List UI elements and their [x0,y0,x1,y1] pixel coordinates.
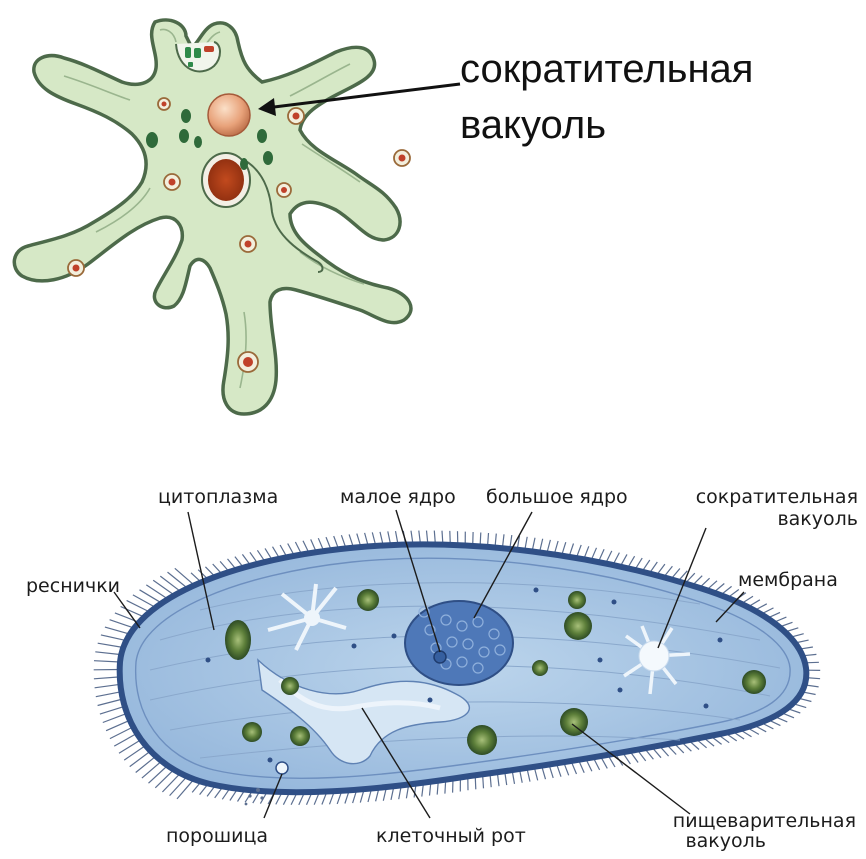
label-cilia: реснички [26,576,120,596]
amoeba-label-line1: сократительная [460,44,753,94]
cilium [95,684,121,688]
cilium [177,779,194,799]
food-particle [188,62,193,67]
amoeba [14,20,460,414]
cilium [100,706,125,714]
food-particle [194,48,201,58]
cilium [175,568,195,585]
label-contractile-line1: сократительная [696,487,858,507]
cilium [110,620,135,628]
cilium [101,635,126,641]
food-particle [204,46,214,52]
cilium [130,751,151,767]
cilium [149,766,168,784]
cilium [94,661,120,662]
cilium [95,652,121,655]
contractile-vacuole-front-center [304,610,320,626]
food-particle [185,47,191,58]
label-digestive-line1: пищеварительная [673,811,856,831]
cilium [140,590,162,603]
label-small-nucleus: малое ядро [340,487,456,507]
small-nucleus [434,651,446,663]
cilium [170,776,188,795]
cilium [94,677,120,679]
contractile-vacuole [208,94,250,136]
anal-pore [276,762,288,774]
cilium [106,720,130,731]
label-contractile-line2: вакуоль [777,509,858,529]
cilium [98,699,123,706]
paramecium [94,510,821,818]
amoeba-nucleus [208,159,244,201]
cilium [96,692,122,697]
label-anal-pore: порошица [166,826,268,846]
label-digestive-line2: вакуоль [685,831,766,851]
cilium [103,713,127,722]
cilium [105,627,130,634]
cilium [160,576,181,592]
label-cytoplasm: цитоплазма [158,487,278,507]
cilium [98,643,124,647]
label-cell-mouth: клеточный рот [376,826,526,846]
cilium [168,572,188,588]
cilium [136,756,156,772]
cilium [155,770,174,788]
label-large-nucleus: большое ядро [486,487,628,507]
contractile-vacuole-rear-center [639,641,669,671]
cilium [142,761,162,778]
cilium [146,585,168,599]
cilium [162,773,180,792]
large-nucleus [405,601,513,685]
label-membrane: мембрана [738,570,838,590]
amoeba-label-line2: вакуоль [460,100,606,150]
cilium [153,580,174,595]
